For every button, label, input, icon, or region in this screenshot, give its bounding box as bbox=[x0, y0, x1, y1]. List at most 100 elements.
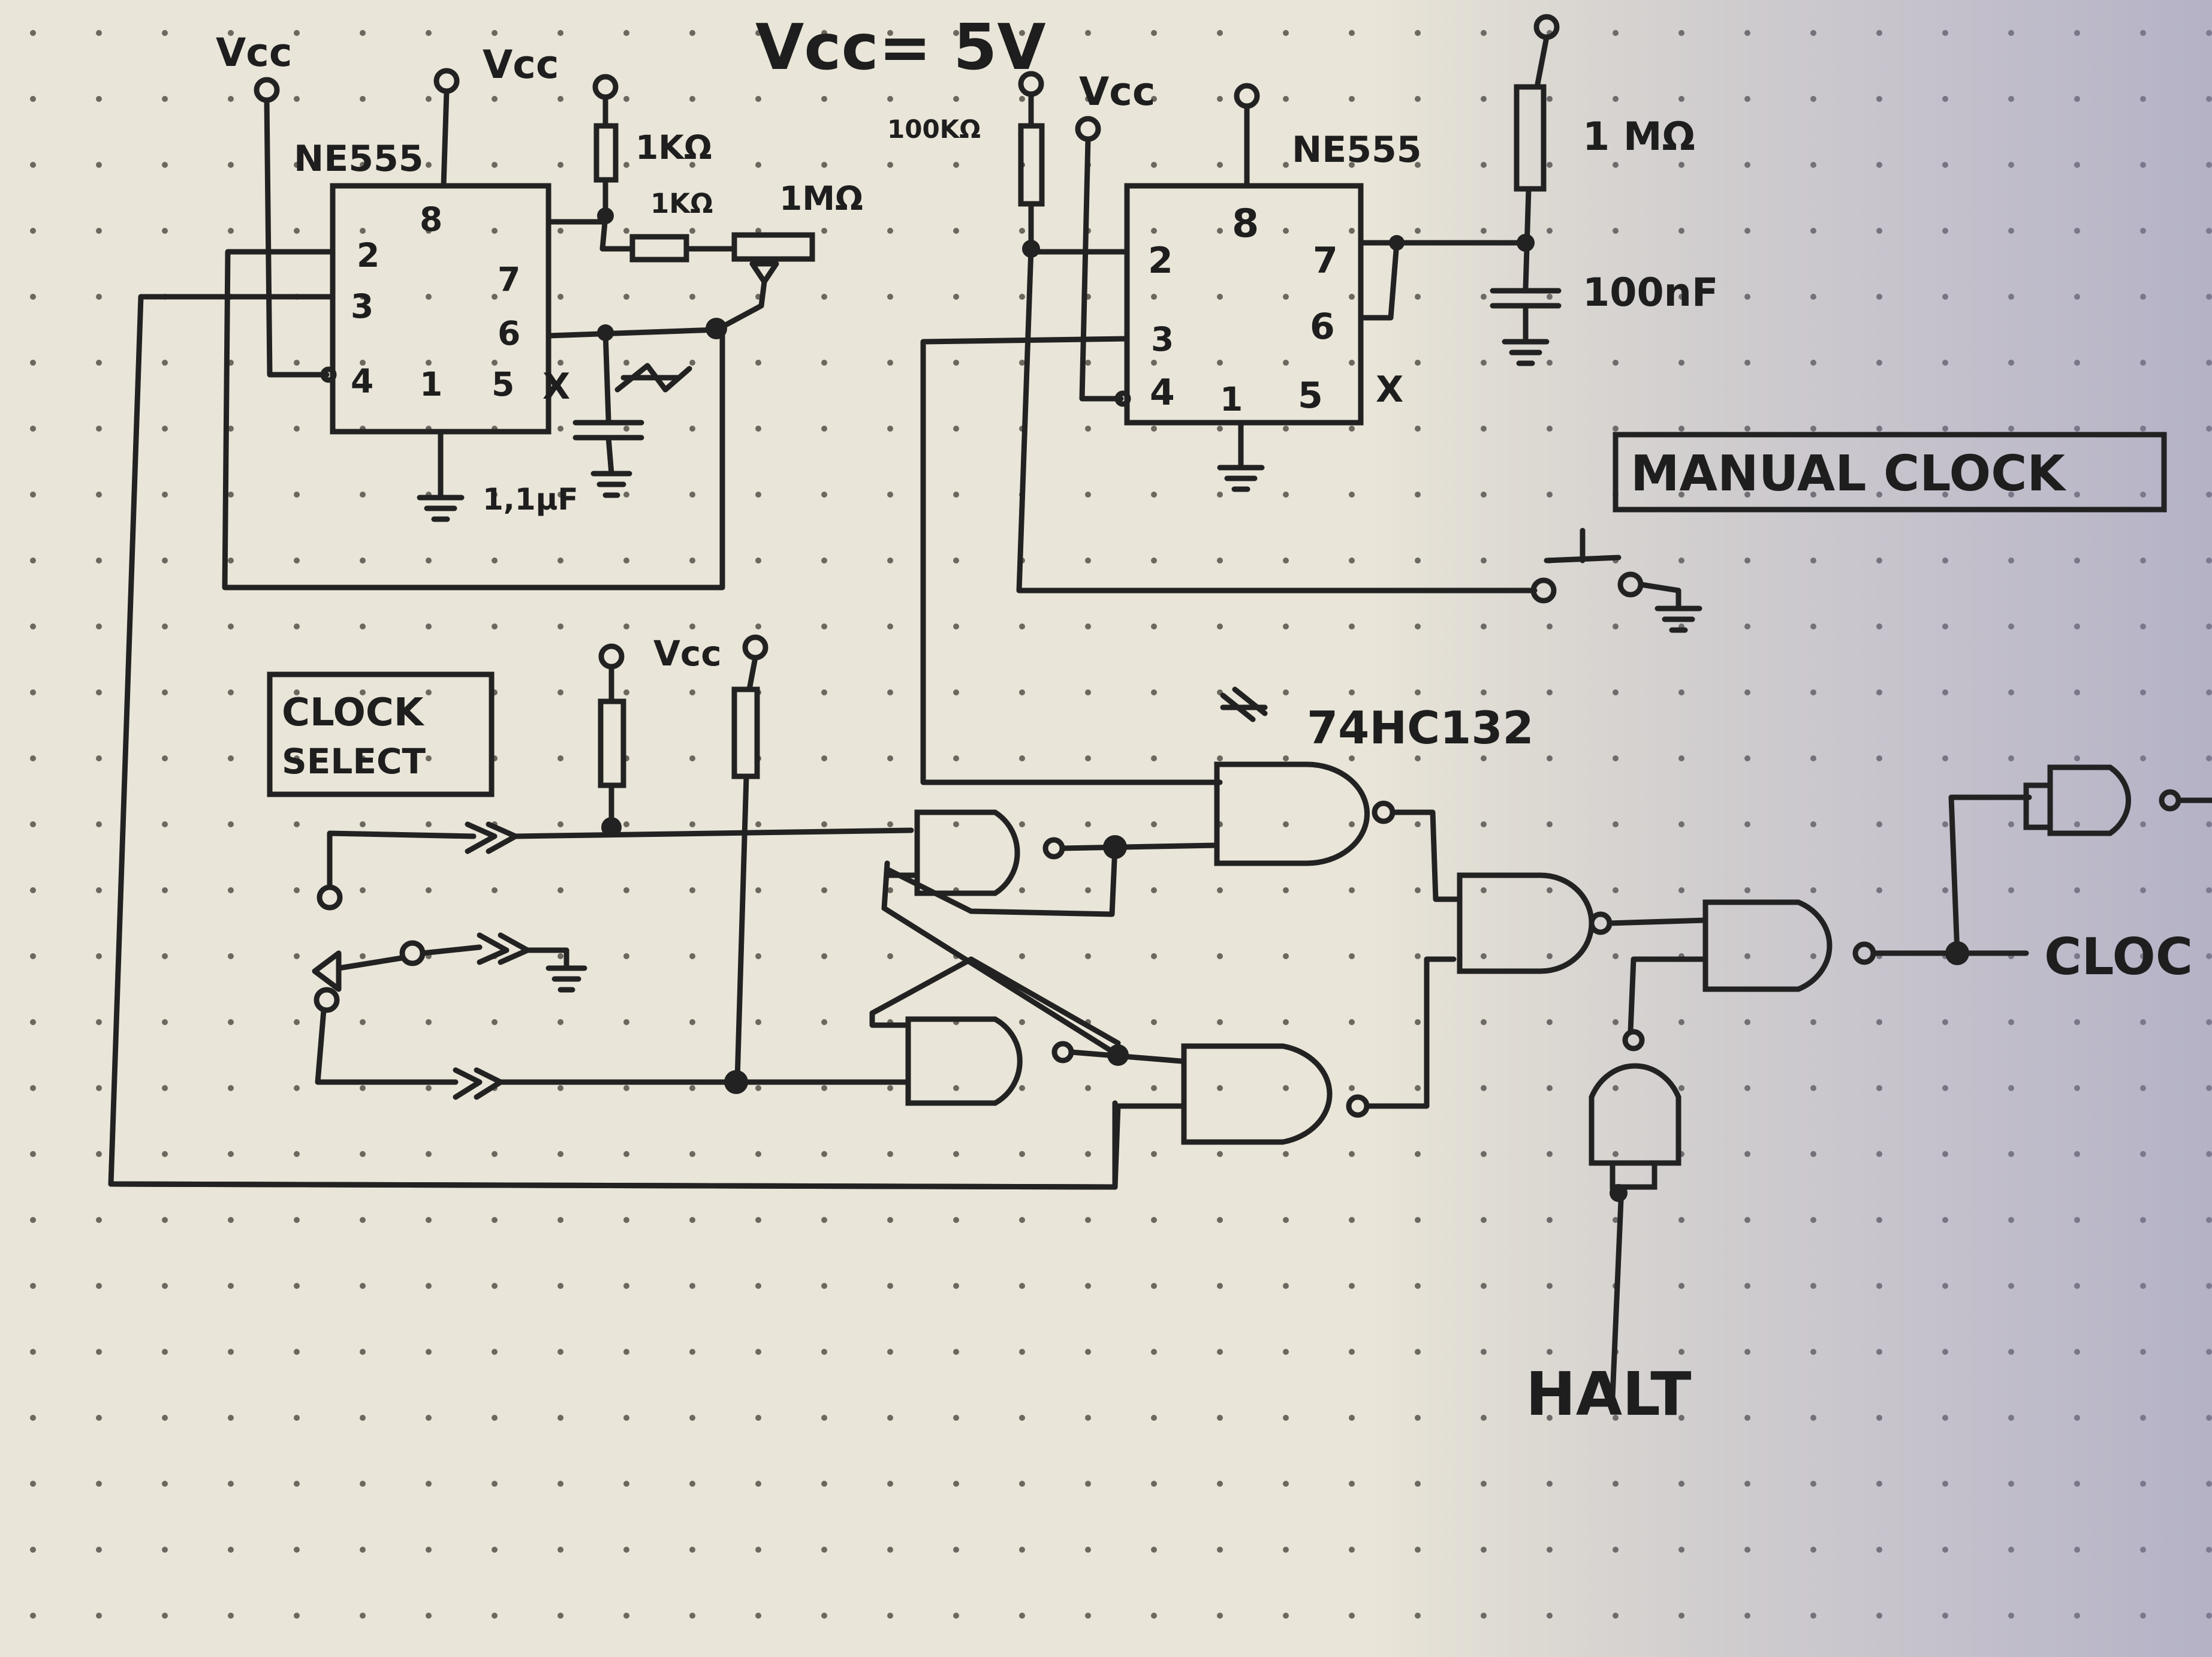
wire-pin6-tie bbox=[1358, 240, 1400, 321]
potentiometer-1m-label: 1MΩ bbox=[779, 179, 863, 218]
wire-vcc-to-pin8 bbox=[441, 88, 450, 189]
ne555-left-vcc-b-label: Vcc bbox=[483, 43, 559, 88]
ne555-left-pin-1: 1 bbox=[420, 365, 442, 403]
wire-combine-to-halt-gate bbox=[1607, 917, 1708, 926]
wire-vcc-to-pullup-b bbox=[746, 655, 758, 692]
ne555-left-pin-7: 7 bbox=[498, 260, 520, 299]
wire-wiper-to-pin6 bbox=[719, 279, 767, 330]
gate-ic-label: 74HC132 bbox=[1307, 701, 1534, 754]
select-pullups-vcc-label: Vcc bbox=[653, 633, 722, 674]
ne555-right-pin-2: 2 bbox=[1148, 240, 1173, 282]
ne555-right-chip-label: NE555 bbox=[1292, 129, 1421, 171]
resistor-1m-label: 1 MΩ bbox=[1583, 115, 1695, 159]
manual-clock-pushbutton[interactable] bbox=[1544, 528, 1622, 564]
ne555-left-pin-2: 2 bbox=[357, 236, 379, 275]
wire-latch-cross-b bbox=[881, 860, 1121, 1058]
ne555-left-pin-3: 3 bbox=[351, 287, 373, 326]
nand-select-manual bbox=[1214, 761, 1370, 866]
button-contact-left bbox=[1530, 577, 1557, 604]
ne555-right-pin-7: 7 bbox=[1313, 240, 1338, 282]
wire-latch-top-out bbox=[1059, 842, 1220, 851]
wire-switch-common bbox=[336, 955, 405, 971]
clock-select-switch-pole[interactable] bbox=[312, 950, 342, 992]
ground-symbol-right-pin1 bbox=[1217, 465, 1265, 492]
nand-halt-inverter-bubble bbox=[1622, 1029, 1645, 1052]
wire-select-astable-in2 bbox=[1112, 1103, 1187, 1190]
manual-clock-label: MANUAL CLOCK bbox=[1631, 445, 2067, 502]
wire-halt-gate-in2 bbox=[1628, 956, 1708, 1034]
wire-manual-to-combine bbox=[1390, 809, 1463, 902]
wire-r1-to-r2 bbox=[599, 213, 635, 252]
clock-select-label-box bbox=[267, 671, 495, 797]
clock-select-label-line2: SELECT bbox=[282, 741, 426, 782]
resistor-1k-b-label: 1KΩ bbox=[650, 188, 713, 219]
manual-clock-label-box bbox=[1613, 432, 2167, 513]
potentiometer-1m bbox=[731, 232, 815, 262]
wire-latch-cross-a bbox=[884, 844, 1118, 917]
wire-chevron-mid-to-ground bbox=[525, 947, 569, 971]
ne555-right-pin-3: 3 bbox=[1151, 320, 1174, 358]
wire-latch-cross-c bbox=[869, 956, 1121, 1046]
wire-common-to-ground bbox=[420, 944, 483, 956]
wire-chevron-top-to-set bbox=[513, 827, 914, 839]
switch-throw-top bbox=[317, 884, 343, 911]
ne555-right-body bbox=[1124, 183, 1364, 426]
ground-symbol-100nf bbox=[1502, 339, 1550, 366]
ne555-right-vcc-label: Vcc bbox=[1079, 70, 1155, 115]
wire-cap-top bbox=[602, 330, 611, 423]
supply-voltage-label: Vcc= 5V bbox=[755, 11, 1046, 84]
ne555-left-pin-4: 4 bbox=[351, 362, 373, 400]
wire-button-to-ground bbox=[1638, 582, 1681, 611]
ne555-right-pin-8: 8 bbox=[1232, 201, 1259, 246]
ne555-right-pin-5: 5 bbox=[1298, 375, 1323, 417]
switch-throw-bottom bbox=[314, 987, 340, 1013]
scribble-crossed-value bbox=[614, 363, 692, 393]
ground-symbol-button bbox=[1655, 605, 1702, 633]
potentiometer-wiper bbox=[749, 261, 779, 285]
wire-cap-to-ground bbox=[605, 435, 614, 477]
nand-halt-gate bbox=[1702, 899, 1833, 992]
wire-vcc-to-pin4 bbox=[1079, 136, 1124, 402]
ne555-left-chip-label: NE555 bbox=[294, 138, 423, 180]
wire-astable-to-combine bbox=[1364, 956, 1457, 1109]
ne555-left-pin-6: 6 bbox=[498, 314, 520, 353]
ne555-left-pin-8: 8 bbox=[420, 200, 442, 239]
halt-inverter-input-stub bbox=[1610, 1160, 1658, 1190]
ground-symbol-cap-left bbox=[590, 471, 632, 498]
nand-latch-top bbox=[914, 809, 1020, 896]
resistor-1k-a-label: 1KΩ bbox=[635, 128, 712, 167]
junction-astable-out-wire bbox=[108, 1181, 1118, 1190]
clock-output-label: CLOC bbox=[2044, 927, 2193, 987]
wire-switch-bottom-throw bbox=[315, 1007, 459, 1085]
ne555-right-pin5-nc-mark: X bbox=[1376, 369, 1403, 411]
ne555-right-pin-6: 6 bbox=[1310, 306, 1335, 348]
ne555-left-pin5-nc-mark: X bbox=[543, 366, 570, 408]
ground-symbol-select bbox=[546, 965, 587, 993]
nand-select-astable bbox=[1181, 1043, 1333, 1145]
junction-halt-input bbox=[1610, 1184, 1628, 1202]
wire-vcc-to-pin4 bbox=[264, 97, 330, 378]
wire-trigger-to-button bbox=[1016, 246, 1538, 593]
wire-vcc-to-1m bbox=[1535, 34, 1550, 87]
ne555-right: NE555 2 3 4 8 7 6 1 5 X Vcc 100KΩ bbox=[887, 14, 1718, 785]
scribble-crossed-gate-number bbox=[1220, 686, 1268, 722]
ne555-left-vcc-a-label: Vcc bbox=[216, 31, 292, 76]
ne555-right-pin-1: 1 bbox=[1220, 380, 1243, 418]
ne555-right-pin-4: 4 bbox=[1150, 372, 1175, 414]
wire-pin3-output-right bbox=[920, 336, 1223, 785]
wire-pullup-b-to-reset bbox=[734, 773, 749, 1082]
capacitor-1-1uf-label: 1,1µF bbox=[483, 482, 578, 517]
wire-pin6-to-cap bbox=[546, 327, 719, 339]
pin4-bubble bbox=[320, 366, 337, 383]
ne555-left-pin-5: 5 bbox=[492, 365, 514, 403]
halt-label: HALT bbox=[1526, 1359, 1691, 1429]
capacitor-100nf-label: 100nF bbox=[1583, 270, 1718, 315]
nand-latch-bottom bbox=[905, 1016, 1023, 1106]
nand-inverter-out bbox=[2047, 764, 2132, 836]
clock-select-label-line1: CLOCK bbox=[282, 691, 425, 735]
wire-pin2-pin6-feedback bbox=[222, 249, 725, 591]
ground-symbol-left-pin1 bbox=[417, 495, 465, 522]
nand-halt-inverter bbox=[1589, 1063, 1681, 1166]
